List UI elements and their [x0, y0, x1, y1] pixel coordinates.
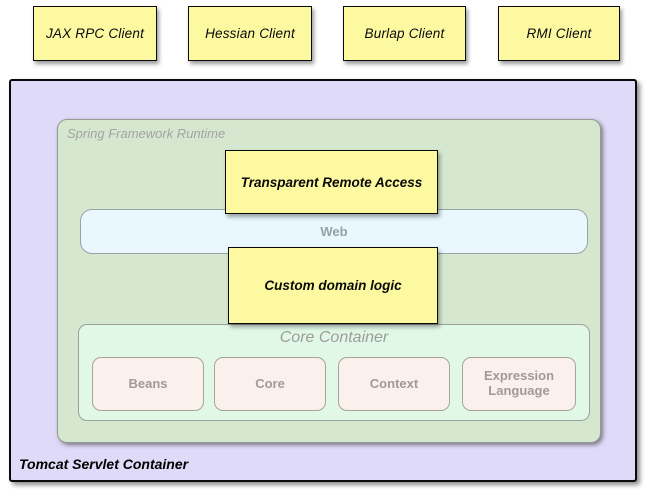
- client-box-rmi-label: RMI Client: [526, 26, 592, 41]
- client-box-hessian-label: Hessian Client: [205, 26, 295, 41]
- module-core-label: Core: [255, 375, 285, 391]
- client-box-hessian: Hessian Client: [188, 6, 312, 61]
- client-box-burlap: Burlap Client: [343, 6, 466, 61]
- client-box-jax-rpc: JAX RPC Client: [33, 6, 157, 61]
- module-context: Context: [338, 357, 450, 411]
- client-box-burlap-label: Burlap Client: [364, 26, 445, 41]
- module-context-label: Context: [369, 375, 419, 391]
- module-core: Core: [214, 357, 326, 411]
- transparent-remote-access-label: Transparent Remote Access: [240, 174, 423, 190]
- tomcat-servlet-container-label: Tomcat Servlet Container: [19, 456, 189, 472]
- client-box-rmi: RMI Client: [498, 6, 620, 61]
- client-box-jax-rpc-label: JAX RPC Client: [45, 26, 145, 41]
- transparent-remote-access-box: Transparent Remote Access: [225, 150, 438, 214]
- web-layer-label: Web: [320, 224, 348, 239]
- core-container: Core Container Beans Core Context Expres…: [78, 324, 590, 421]
- core-container-label: Core Container: [279, 329, 389, 346]
- tomcat-servlet-container: Spring Framework Runtime Web Transparent…: [9, 79, 637, 482]
- spring-framework-runtime: Spring Framework Runtime Web Transparent…: [57, 119, 601, 443]
- module-beans-label: Beans: [128, 375, 168, 391]
- module-beans: Beans: [92, 357, 204, 411]
- spring-framework-runtime-label: Spring Framework Runtime: [67, 126, 226, 141]
- custom-domain-logic-box: Custom domain logic: [228, 247, 438, 324]
- module-expression-language: Expression Language: [462, 357, 576, 411]
- custom-domain-logic-label: Custom domain logic: [264, 278, 402, 293]
- module-expression-language-label: Expression Language: [483, 368, 555, 398]
